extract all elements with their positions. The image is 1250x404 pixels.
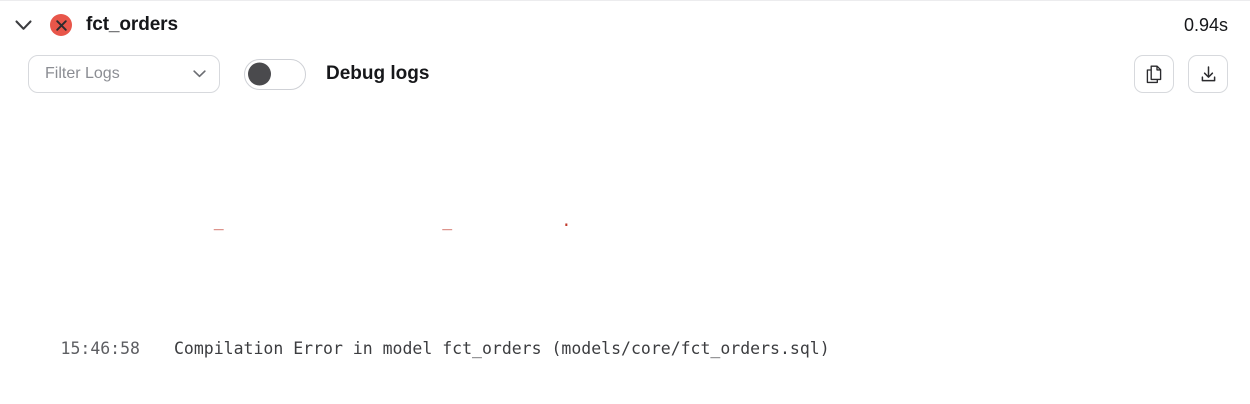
elapsed-time: 0.94s	[1183, 14, 1228, 35]
log-toolbar: Filter Logs Debug logs	[0, 49, 1250, 99]
log-header: fct_orders 0.94s	[0, 1, 1250, 49]
page-title: fct_orders	[86, 14, 178, 35]
log-message: Compilation Error in model fct_orders (m…	[174, 339, 830, 358]
chevron-down-icon	[14, 19, 32, 31]
copy-icon	[1145, 65, 1163, 84]
filter-logs-label: Filter Logs	[45, 65, 120, 82]
status-badge	[50, 14, 72, 36]
chevron-down-icon	[193, 70, 206, 78]
log-message: _ _ .	[174, 211, 572, 230]
log-timestamp: 15:46:58	[60, 339, 140, 358]
collapse-toggle-button[interactable]	[8, 10, 38, 40]
filter-logs-select[interactable]: Filter Logs	[28, 55, 220, 93]
toggle-knob	[248, 62, 271, 86]
log-scroll-content: _ _ . 15:46:58 Compilation Error in mode…	[0, 99, 1240, 404]
copy-logs-button[interactable]	[1134, 55, 1174, 93]
download-logs-button[interactable]	[1188, 55, 1228, 93]
download-icon	[1199, 65, 1218, 84]
log-line: 15:46:58 Compilation Error in model fct_…	[0, 333, 1240, 365]
log-output-area[interactable]: _ _ . 15:46:58 Compilation Error in mode…	[0, 99, 1250, 404]
debug-logs-label: Debug logs	[326, 63, 430, 84]
log-line: _ _ .	[0, 205, 1240, 237]
debug-logs-toggle[interactable]	[244, 58, 306, 90]
error-circle-x-icon	[55, 19, 68, 32]
